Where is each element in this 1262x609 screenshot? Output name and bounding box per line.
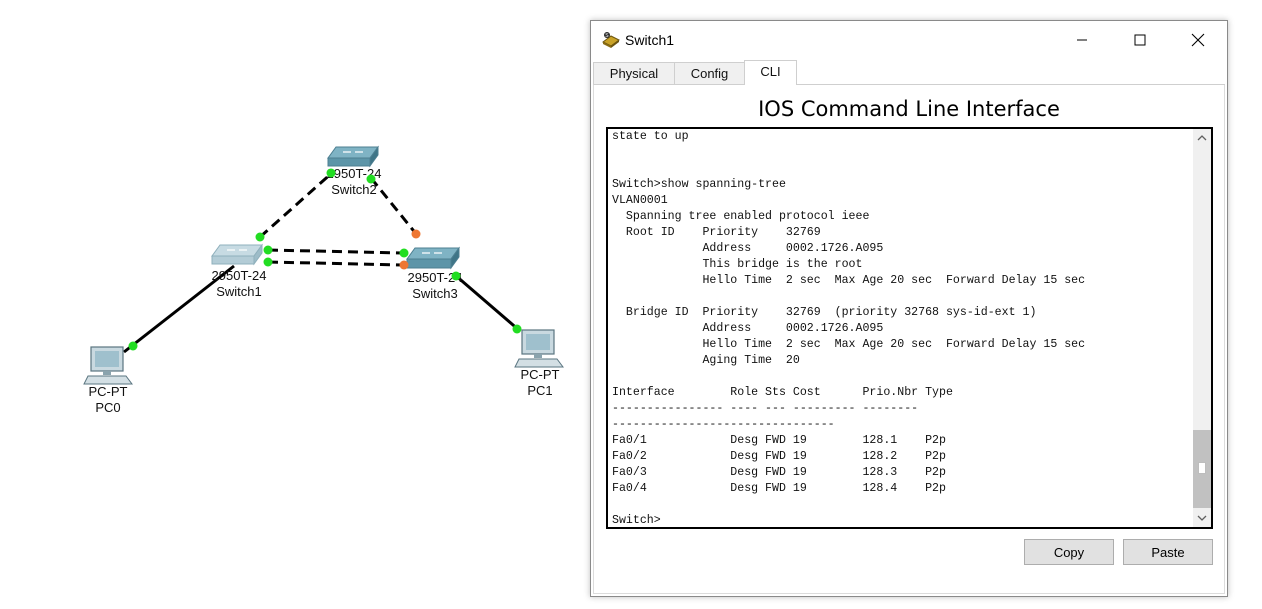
switch3-model-label: 2950T-24: [408, 270, 463, 285]
cli-heading: IOS Command Line Interface: [758, 97, 1060, 121]
switch1-model-label: 2950T-24: [212, 268, 267, 283]
cli-panel: IOS Command Line Interface state to up S…: [593, 85, 1225, 594]
pc0-name-label: PC0: [95, 400, 120, 415]
link-switch1-pc0[interactable]: [123, 264, 235, 354]
switch3-name-label: Switch3: [412, 286, 458, 301]
minimize-icon: [1077, 39, 1087, 41]
switch3-device[interactable]: [406, 246, 460, 270]
link-switch3-pc1[interactable]: [454, 273, 521, 333]
scroll-grip: [1198, 462, 1206, 474]
svg-text:S: S: [605, 33, 609, 39]
scroll-up-button[interactable]: [1193, 129, 1211, 147]
link-light-up: [326, 168, 336, 178]
maximize-icon: [1134, 34, 1146, 46]
scroll-down-button[interactable]: [1193, 509, 1211, 527]
pc1-model-label: PC-PT: [521, 367, 560, 382]
console-scrollbar[interactable]: [1193, 129, 1211, 527]
link-light-blocking: [399, 260, 409, 270]
switch1-name-label: Switch1: [216, 284, 262, 299]
pc0-device[interactable]: [83, 346, 133, 385]
link-light-up: [512, 324, 522, 334]
link-switch1-switch2[interactable]: [259, 170, 334, 239]
close-icon: [1191, 33, 1205, 47]
console-output[interactable]: state to up Switch>show spanning-tree VL…: [612, 130, 1086, 527]
chevron-down-icon: [1197, 515, 1207, 521]
switch1-device[interactable]: [211, 243, 263, 266]
title-bar[interactable]: S Switch1: [591, 21, 1227, 59]
pc1-name-label: PC1: [527, 383, 552, 398]
scroll-thumb[interactable]: [1193, 430, 1211, 508]
copy-button[interactable]: Copy: [1024, 539, 1114, 565]
switch-app-icon: S: [602, 32, 620, 48]
link-switch2-switch3[interactable]: [369, 177, 419, 236]
link-light-blocking: [411, 229, 421, 239]
device-window[interactable]: S Switch1 Physical Config CLI IOS Comman…: [590, 20, 1228, 597]
link-light-up: [451, 271, 461, 281]
link-light-up: [263, 245, 273, 255]
tab-physical[interactable]: Physical: [593, 62, 675, 84]
link-light-up: [128, 341, 138, 351]
link-light-up: [263, 257, 273, 267]
tab-config[interactable]: Config: [674, 62, 745, 84]
pc1-device[interactable]: [514, 329, 564, 368]
tab-cli[interactable]: CLI: [744, 60, 797, 85]
link-light-up: [366, 174, 376, 184]
link-light-up: [399, 248, 409, 258]
link-lights: [128, 168, 522, 351]
close-button[interactable]: [1169, 21, 1227, 59]
links: [123, 170, 521, 354]
link-light-up: [255, 232, 265, 242]
topology-canvas[interactable]: 2950T-24 Switch2 2950T-24 Switch1 2950T-…: [0, 0, 590, 609]
switch2-device[interactable]: [327, 145, 379, 168]
window-title: Switch1: [625, 32, 675, 48]
chevron-up-icon: [1197, 135, 1207, 141]
switch2-name-label: Switch2: [331, 182, 377, 197]
pc0-model-label: PC-PT: [89, 384, 128, 399]
minimize-button[interactable]: [1053, 21, 1111, 59]
maximize-button[interactable]: [1111, 21, 1169, 59]
link-switch1-switch3-b[interactable]: [267, 260, 405, 267]
cli-console[interactable]: state to up Switch>show spanning-tree VL…: [606, 127, 1213, 529]
paste-button[interactable]: Paste: [1123, 539, 1213, 565]
tab-bar: Physical Config CLI: [593, 60, 1225, 85]
link-switch1-switch3-a[interactable]: [267, 248, 405, 255]
